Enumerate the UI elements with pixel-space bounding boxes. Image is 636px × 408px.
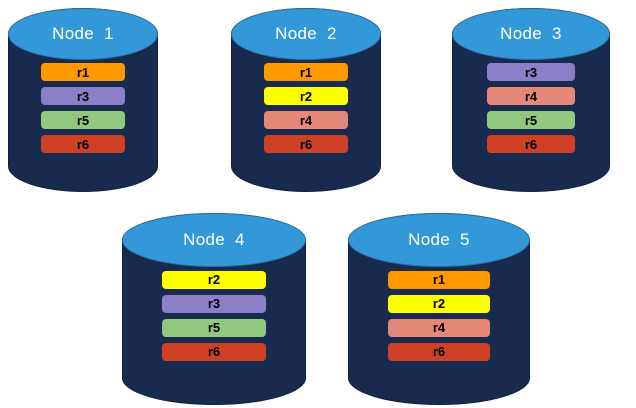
replica-bar[interactable]: r1 <box>388 270 490 289</box>
replica-bar[interactable]: r2 <box>388 294 490 313</box>
replica-bar[interactable]: r5 <box>162 318 266 337</box>
cylinder-top-ellipse-icon <box>231 8 381 60</box>
replica-bar[interactable]: r5 <box>486 111 576 130</box>
replica-list: r2 r3 r5 r6 <box>122 270 306 361</box>
replica-list: r3 r4 r5 r6 <box>452 63 610 154</box>
replica-bar[interactable]: r6 <box>486 135 576 154</box>
replica-bar[interactable]: r3 <box>486 63 576 82</box>
cylinder-top-ellipse-icon <box>348 213 530 267</box>
replica-bar[interactable]: r6 <box>264 135 348 154</box>
replica-bar[interactable]: r3 <box>162 294 266 313</box>
cylinder-top-ellipse-icon <box>452 8 610 60</box>
replica-bar[interactable]: r2 <box>162 270 266 289</box>
cylinder-top-ellipse-icon <box>122 213 306 267</box>
replica-bar[interactable]: r4 <box>486 87 576 106</box>
replica-bar[interactable]: r3 <box>41 87 125 106</box>
replica-bar[interactable]: r6 <box>388 342 490 361</box>
replica-bar[interactable]: r6 <box>41 135 125 154</box>
replica-bar[interactable]: r1 <box>41 63 125 82</box>
replica-list: r1 r2 r4 r6 <box>231 63 381 154</box>
replica-list: r1 r3 r5 r6 <box>8 63 158 154</box>
replica-bar[interactable]: r4 <box>388 318 490 337</box>
cylinder-top-ellipse-icon <box>8 8 158 60</box>
replica-bar[interactable]: r6 <box>162 342 266 361</box>
replica-list: r1 r2 r4 r6 <box>348 270 530 361</box>
replica-bar[interactable]: r5 <box>41 111 125 130</box>
replica-bar[interactable]: r2 <box>264 87 348 106</box>
replica-bar[interactable]: r4 <box>264 111 348 130</box>
replica-bar[interactable]: r1 <box>264 63 348 82</box>
